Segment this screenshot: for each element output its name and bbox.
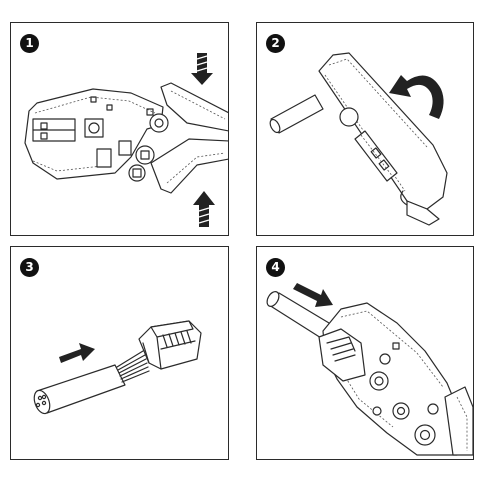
cable-insert-arrow-icon: [293, 283, 333, 307]
stripped-cable-icon: [33, 350, 150, 415]
step-1-number: 1: [20, 34, 39, 53]
press-up-arrow-icon: [193, 191, 215, 227]
press-down-arrow-icon: [191, 53, 213, 85]
crimping-tool-open-icon: [24, 53, 228, 227]
step-3-panel: 3: [10, 246, 229, 460]
step-3-number: 3: [20, 258, 39, 277]
rj45-connector-icon: [138, 320, 202, 370]
step-2-number: 2: [266, 34, 285, 53]
cable-stripper-icon: [269, 52, 448, 226]
crimping-tool-closed-icon: [266, 283, 473, 456]
step-2-panel: 2: [256, 22, 474, 236]
step-4-number: 4: [266, 258, 285, 277]
step-1-panel: 1: [10, 22, 229, 236]
step-4-panel: 4: [256, 246, 474, 460]
insert-arrow-icon: [59, 343, 95, 363]
rotate-arrow-icon: [389, 75, 444, 119]
